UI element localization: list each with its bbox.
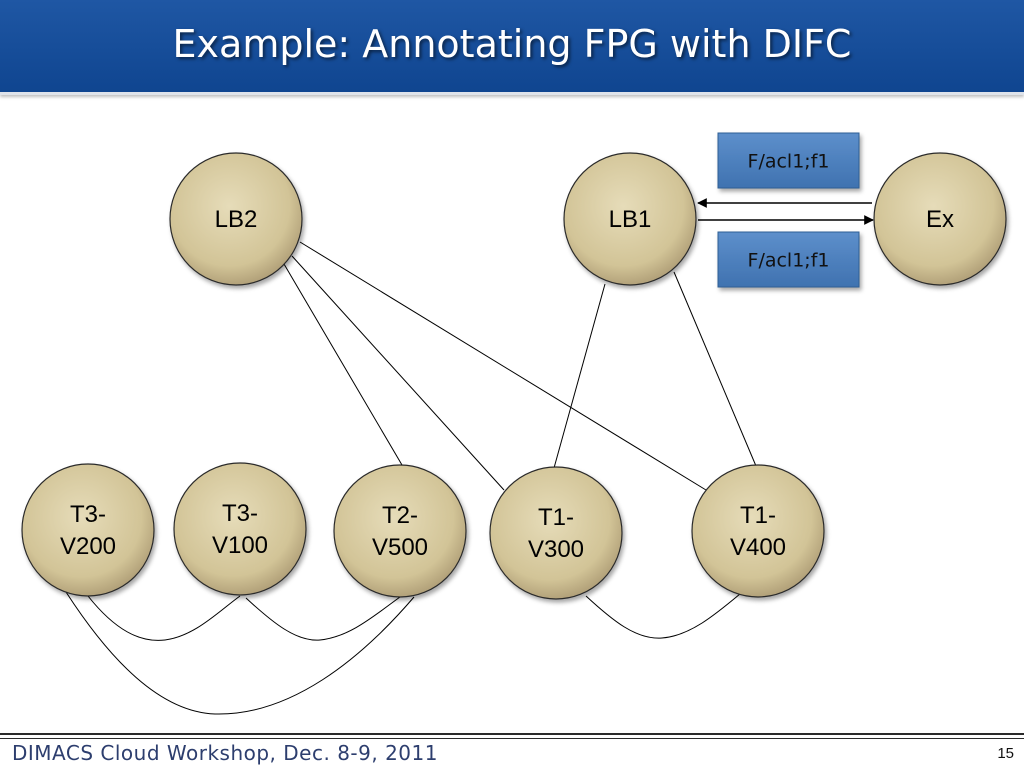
node-circle <box>691 464 825 598</box>
node-label: V200 <box>60 533 116 560</box>
label-box-rect <box>717 231 860 288</box>
node-t2v500: T2- V500 <box>333 464 467 598</box>
node-t3v100: T3- V100 <box>173 462 307 596</box>
node-t1v400: T1- V400 <box>691 464 825 598</box>
curves-layer <box>65 591 741 715</box>
node-label: T3- <box>222 500 258 527</box>
curve-t3v200-t2v500 <box>65 591 415 715</box>
node-label: V500 <box>372 534 428 561</box>
label-boxes-layer: F/acl1;f1F/acl1;f1 <box>717 132 860 288</box>
node-lb2: LB2 <box>169 152 303 286</box>
page-number: 15 <box>997 745 1014 762</box>
node-label: T3- <box>70 501 106 528</box>
slide-title: Example: Annotating FPG with DIFC <box>172 22 852 66</box>
footer-divider-thin <box>0 738 1024 739</box>
node-t3v200: T3- V200 <box>21 463 155 597</box>
node-ex: Ex <box>873 152 1007 286</box>
node-lb1: LB1 <box>563 152 697 286</box>
edge-lb2-t1v300 <box>291 255 505 491</box>
arrows-layer <box>697 198 874 225</box>
node-circle <box>563 152 697 286</box>
edge-lb2-t1v400 <box>299 241 707 491</box>
node-circle <box>21 463 155 597</box>
node-circle <box>489 466 623 600</box>
node-label: V100 <box>212 532 268 559</box>
node-circle <box>333 464 467 598</box>
curve-t1v300-t1v400 <box>585 593 741 639</box>
node-label: V400 <box>730 534 786 561</box>
label-box-rect <box>717 132 860 189</box>
node-label: T1- <box>740 502 776 529</box>
footer-text: DIMACS Cloud Workshop, Dec. 8-9, 2011 <box>12 741 438 765</box>
node-circle <box>873 152 1007 286</box>
node-label: V300 <box>528 536 584 563</box>
edge-lb1-t1v400 <box>673 271 757 467</box>
node-label: LB1 <box>609 206 652 233</box>
node-label: T2- <box>382 502 418 529</box>
edge-lb2-t2v500 <box>283 263 403 466</box>
title-bar: Example: Annotating FPG with DIFC <box>0 0 1024 95</box>
edge-lb1-t1v300 <box>553 283 606 469</box>
node-circle <box>169 152 303 286</box>
node-circle <box>173 462 307 596</box>
label-box-text: F/acl1;f1 <box>748 151 830 173</box>
node-label: LB2 <box>215 206 258 233</box>
curve-t3v200-t3v100 <box>87 595 241 641</box>
node-t1v300: T1- V300 <box>489 466 623 600</box>
footer-divider <box>0 733 1024 735</box>
label-box-text: F/acl1;f1 <box>748 250 830 272</box>
curve-t3v100-t2v500 <box>245 596 401 641</box>
flow-label-box: F/acl1;f1 <box>717 231 860 288</box>
node-label: Ex <box>926 206 954 233</box>
edges-layer <box>283 241 757 491</box>
node-label: T1- <box>538 504 574 531</box>
flow-label-box: F/acl1;f1 <box>717 132 860 189</box>
